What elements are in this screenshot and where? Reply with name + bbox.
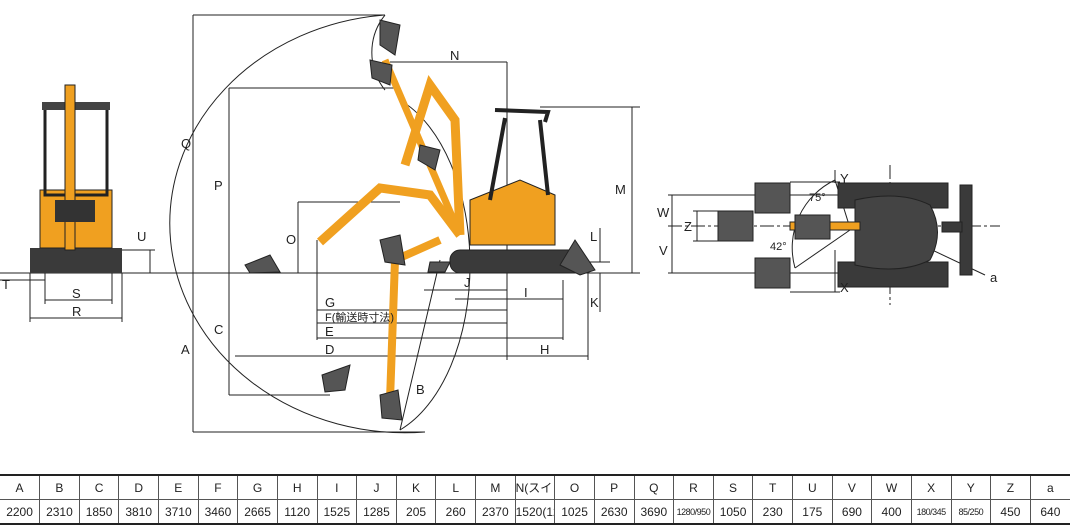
table-header-cell: A bbox=[15, 480, 24, 495]
table-value-cell: 3460 bbox=[197, 499, 238, 524]
reach-arc bbox=[169, 14, 426, 434]
table-header-cell: E bbox=[158, 475, 199, 500]
table-header-cell: B bbox=[39, 475, 80, 500]
label-u: U bbox=[137, 229, 146, 244]
table-value-cell: 2310 bbox=[39, 499, 80, 524]
label-angle-42: 42° bbox=[770, 241, 787, 253]
table-header-cell: C bbox=[78, 475, 119, 500]
table-value-cell: 2370 bbox=[475, 499, 516, 524]
label-h: H bbox=[540, 342, 549, 357]
table-header-cell: F bbox=[197, 475, 238, 500]
label-m: M bbox=[615, 182, 626, 197]
table-value-cell: 1120 bbox=[276, 499, 317, 524]
table-value-cell: 3690 bbox=[633, 499, 674, 524]
table-header-cell: J bbox=[356, 475, 397, 500]
table-header-cell: Y bbox=[950, 475, 991, 500]
label-v: V bbox=[659, 243, 668, 258]
dimension-labels: Q P O A C M N L K J I G F(輸送時寸法) E D H B… bbox=[2, 48, 998, 397]
table-header-cell: R bbox=[673, 475, 714, 500]
label-x: X bbox=[840, 280, 849, 295]
table-value-cell: 2630 bbox=[593, 499, 634, 524]
table-value-cell: 180/345 bbox=[910, 499, 951, 524]
table-header-cell: P bbox=[593, 475, 634, 500]
front-view-excavator bbox=[30, 84, 122, 273]
table-value-cell: 1025 bbox=[554, 499, 595, 524]
table-header-cell: L bbox=[435, 475, 476, 500]
table-header-cell: Q bbox=[633, 475, 674, 500]
table-header-cell: T bbox=[752, 475, 793, 500]
label-angle-75: 75° bbox=[809, 192, 826, 204]
label-c: C bbox=[214, 322, 223, 337]
table-header-cell: K bbox=[395, 475, 436, 500]
table-value-cell: 450 bbox=[990, 499, 1031, 524]
table-value-cell: 640 bbox=[1029, 499, 1070, 524]
table-value-cell: 3810 bbox=[118, 499, 159, 524]
table-value-cell: 205 bbox=[395, 499, 436, 524]
table-value-cell: 400 bbox=[871, 499, 912, 524]
table-header-cell: O bbox=[554, 475, 595, 500]
label-g: G bbox=[325, 295, 335, 310]
table-value-cell: 3710 bbox=[158, 499, 199, 524]
table-value-cell: 85/250 bbox=[950, 499, 991, 524]
label-a: A bbox=[181, 342, 190, 357]
label-p: P bbox=[214, 178, 223, 193]
table-header-cell: a bbox=[1029, 475, 1070, 500]
table-value-cell: 1280/950 bbox=[673, 499, 714, 524]
label-y: Y bbox=[840, 171, 849, 186]
table-header-cell: H bbox=[276, 475, 317, 500]
table-header-cell: M bbox=[475, 475, 516, 500]
label-r: R bbox=[72, 304, 81, 319]
label-w: W bbox=[657, 205, 670, 220]
table-value-cell: 1525 bbox=[316, 499, 357, 524]
table-header-cell: X bbox=[910, 475, 951, 500]
table-header-cell: D bbox=[118, 475, 159, 500]
label-b: B bbox=[416, 382, 425, 397]
label-j: J bbox=[464, 275, 471, 290]
label-s: S bbox=[72, 286, 81, 301]
label-q: Q bbox=[181, 136, 191, 151]
table-header-cell: U bbox=[792, 475, 833, 500]
dim-b bbox=[399, 259, 441, 431]
table-value-cell: 690 bbox=[831, 499, 872, 524]
table-value-cell: 1520(1290) bbox=[514, 499, 555, 524]
label-l: L bbox=[590, 229, 597, 244]
table-header-cell: W bbox=[871, 475, 912, 500]
table-value-cell: 2665 bbox=[237, 499, 278, 524]
label-f: F(輸送時寸法) bbox=[325, 310, 394, 324]
label-z: Z bbox=[684, 219, 692, 234]
table-header-cell: I bbox=[316, 475, 357, 500]
label-d: D bbox=[325, 342, 334, 357]
table-header-cell: V bbox=[831, 475, 872, 500]
table-header-cell: G bbox=[237, 475, 278, 500]
label-o: O bbox=[286, 232, 296, 247]
label-t: T bbox=[2, 277, 10, 292]
label-e: E bbox=[325, 324, 334, 339]
table-value-cell: 2200 bbox=[0, 499, 40, 524]
label-k: K bbox=[590, 295, 599, 310]
top-view-excavator bbox=[717, 182, 973, 289]
label-a-small: a bbox=[990, 270, 998, 285]
table-value-cell: 1850 bbox=[78, 499, 119, 524]
table-value-cell: 175 bbox=[792, 499, 833, 524]
label-i: I bbox=[524, 285, 528, 300]
label-n: N bbox=[450, 48, 459, 63]
excavator-dimension-diagram: Q P O A C M N L K J I G F(輸送時寸法) E D H B… bbox=[0, 14, 1000, 434]
table-value-cell: 230 bbox=[752, 499, 793, 524]
table-value-cell: 1285 bbox=[356, 499, 397, 524]
table-value-cell: 260 bbox=[435, 499, 476, 524]
table-header-cell: Z bbox=[990, 475, 1031, 500]
table-header-cell: N(スイング時) bbox=[514, 475, 555, 500]
table-header-cell: S bbox=[712, 475, 753, 500]
table-value-cell: 1050 bbox=[712, 499, 753, 524]
side-view-excavator bbox=[244, 19, 596, 421]
